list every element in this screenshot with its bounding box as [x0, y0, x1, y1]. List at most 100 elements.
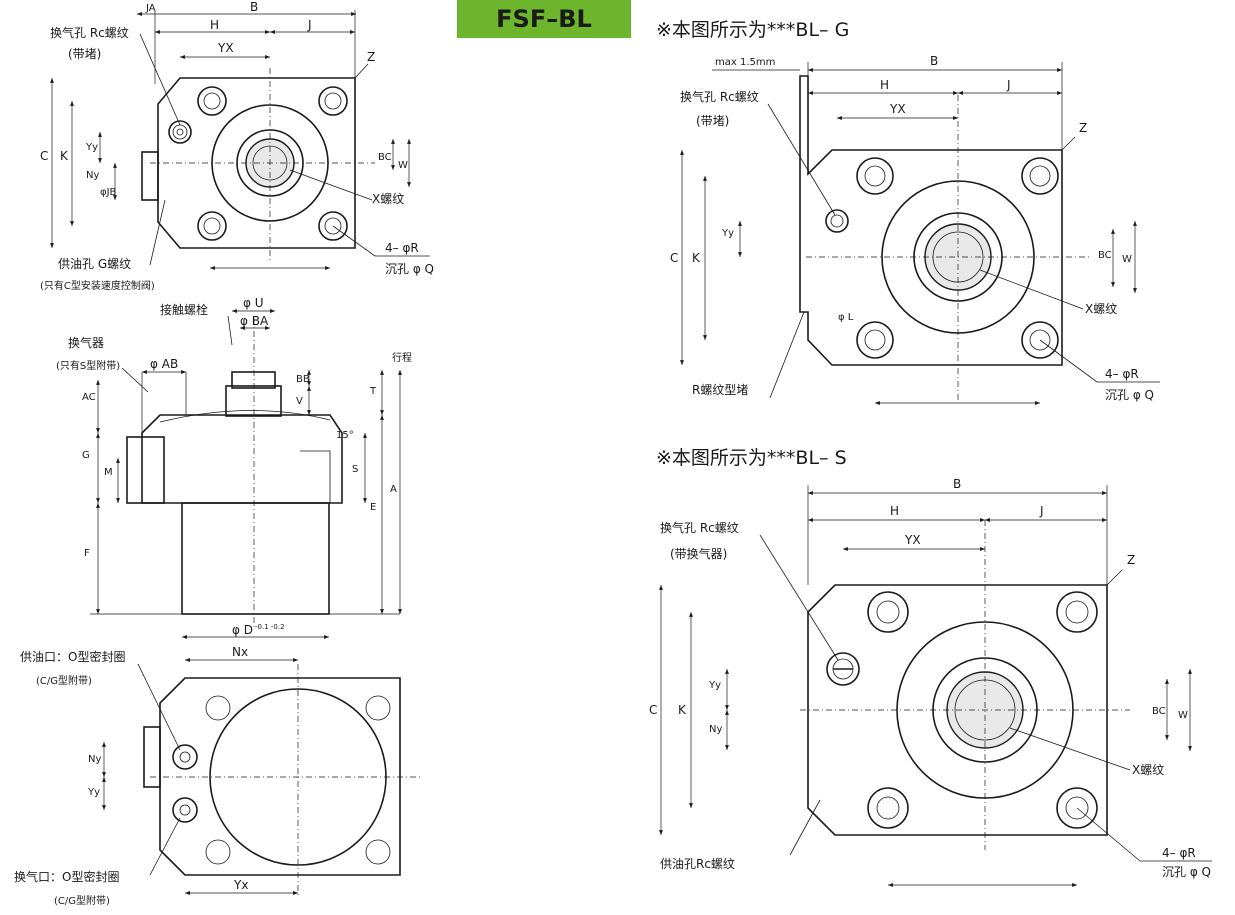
g-dim-k: K — [692, 251, 701, 265]
label-holes: 4– φR — [385, 241, 419, 255]
dim-yx: YX — [217, 41, 234, 55]
label-stroke: 行程 — [392, 351, 412, 364]
dim-angle: 15° — [336, 430, 354, 441]
g-dim-w: W — [1122, 254, 1132, 265]
label-max: max 1.5mm — [715, 57, 775, 68]
dim-k: K — [60, 149, 69, 163]
s-dim-b: B — [953, 477, 961, 491]
flange-g — [799, 75, 1063, 366]
g-label-vent-sub: (带堵) — [696, 114, 729, 128]
g-label-x-thread: X螺纹 — [1085, 302, 1117, 316]
dim-s: S — [352, 464, 358, 475]
bottom-view: Nx Ny Yy Yx 供油口：O型密封圈 (C/G型附带) 换气口：O型密封圈… — [14, 645, 420, 907]
label-vent: 换气孔 Rc螺纹 — [50, 25, 129, 40]
dim-bc: BC — [378, 152, 392, 163]
s-label-x-thread: X螺纹 — [1132, 763, 1164, 777]
supply-boss — [141, 151, 159, 201]
label-vent-sub: (带堵) — [68, 47, 101, 61]
s-dim-bc: BC — [1152, 706, 1166, 717]
s-label-holes: 4– φR — [1162, 846, 1196, 860]
dim-m: M — [104, 467, 113, 478]
g-dim-l: φ L — [838, 312, 854, 323]
dim-z: Z — [367, 50, 375, 64]
dim-ny-bottom: Ny — [88, 754, 101, 765]
g-dim-z: Z — [1079, 121, 1087, 135]
caption-s: ※本图所示为***BL– S — [656, 447, 847, 469]
g-dim-yy: Yy — [721, 228, 734, 239]
label-breather-sub: (只有S型附带) — [56, 359, 120, 372]
g-label-counterbore: 沉孔 φ Q — [1105, 388, 1154, 402]
dim-nx: Nx — [232, 645, 248, 659]
dim-b: B — [250, 0, 258, 14]
label-stopper: 接触螺栓 — [160, 302, 208, 317]
g-dim-c: C — [670, 251, 678, 265]
flange-bottom — [159, 677, 401, 876]
g-label-plug: R螺纹型堵 — [692, 383, 748, 397]
dim-yy-bottom: Yy — [87, 787, 100, 798]
cylinder-body — [181, 502, 330, 615]
s-dim-k: K — [678, 703, 687, 717]
dim-bb: BB — [296, 374, 310, 385]
dim-h: H — [210, 18, 219, 32]
dim-ba: φ BA — [240, 314, 269, 328]
label-supply-port: 供油口：O型密封圈 — [20, 649, 125, 664]
dim-ja: JA — [145, 3, 156, 14]
dim-t: T — [369, 386, 377, 397]
dim-c: C — [40, 149, 48, 163]
dim-d: φ D-0.1 -0.2 — [232, 623, 285, 637]
g-dim-h: H — [880, 78, 889, 92]
dim-w: W — [398, 160, 408, 171]
label-vent-port-sub: (C/G型附带) — [54, 894, 110, 907]
dim-yy: Yy — [85, 142, 98, 153]
label-x-thread: X螺纹 — [372, 192, 404, 206]
s-dim-z: Z — [1127, 553, 1135, 567]
s-dim-j: J — [1039, 504, 1044, 518]
label-supply: 供油孔 G螺纹 — [58, 257, 131, 271]
side-view: φ U φ BA φ AB AC G M F BB V T S E A 15° … — [56, 296, 412, 639]
stopper-nut — [225, 385, 282, 417]
dim-v: V — [296, 396, 303, 407]
dim-jb: φJB — [100, 187, 117, 198]
dim-ab: φ AB — [150, 357, 178, 371]
dim-j: J — [307, 18, 312, 32]
dim-g: G — [82, 450, 90, 461]
s-type-view: ※本图所示为***BL– S B H J YX Z C K Y — [649, 447, 1212, 887]
label-vent-port: 换气口：O型密封圈 — [14, 869, 119, 884]
s-label-supply: 供油孔Rc螺纹 — [660, 857, 735, 871]
s-dim-c: C — [649, 703, 657, 717]
flange-side — [141, 414, 343, 504]
mount-holes — [197, 86, 348, 241]
s-label-counterbore: 沉孔 φ Q — [1162, 865, 1211, 879]
dim-f: F — [84, 548, 90, 559]
g-type-view: ※本图所示为***BL– G max 1.5mm B H J YX Z — [656, 19, 1160, 405]
dim-d-tolerance: -0.1 -0.2 — [255, 623, 285, 631]
g-dim-b: B — [930, 54, 938, 68]
g-dim-bc: BC — [1098, 250, 1112, 261]
dim-yx-bottom: Yx — [233, 878, 248, 892]
g-dim-yx: YX — [889, 102, 906, 116]
label-supply-sub: (只有C型安装速度控制阀) — [40, 279, 155, 292]
caption-g: ※本图所示为***BL– G — [656, 19, 849, 41]
model-badge: FSF–BL — [457, 0, 631, 38]
s-dim-ny: Ny — [709, 724, 722, 735]
g-dim-j: J — [1006, 78, 1011, 92]
model-badge-text: FSF–BL — [496, 5, 592, 33]
s-label-vent: 换气孔 Rc螺纹 — [660, 520, 739, 535]
dim-ac: AC — [82, 392, 96, 403]
top-plan-view: JA B H J YX C K Yy Ny φJB BC W Z 换气孔 Rc螺… — [40, 0, 434, 292]
dim-u: φ U — [243, 296, 264, 310]
s-dim-h: H — [890, 504, 899, 518]
g-label-vent: 换气孔 Rc螺纹 — [680, 89, 759, 104]
dim-a: A — [390, 484, 397, 495]
s-dim-yy: Yy — [708, 680, 721, 691]
g-label-holes: 4– φR — [1105, 367, 1139, 381]
label-breather: 换气器 — [68, 335, 104, 350]
dim-ny: Ny — [86, 170, 99, 181]
dim-e: E — [370, 502, 376, 513]
label-supply-port-sub: (C/G型附带) — [36, 674, 92, 687]
s-label-vent-sub: (带换气器) — [670, 546, 727, 561]
label-counterbore: 沉孔 φ Q — [385, 262, 434, 276]
s-dim-w: W — [1178, 710, 1188, 721]
s-dim-yx: YX — [904, 533, 921, 547]
